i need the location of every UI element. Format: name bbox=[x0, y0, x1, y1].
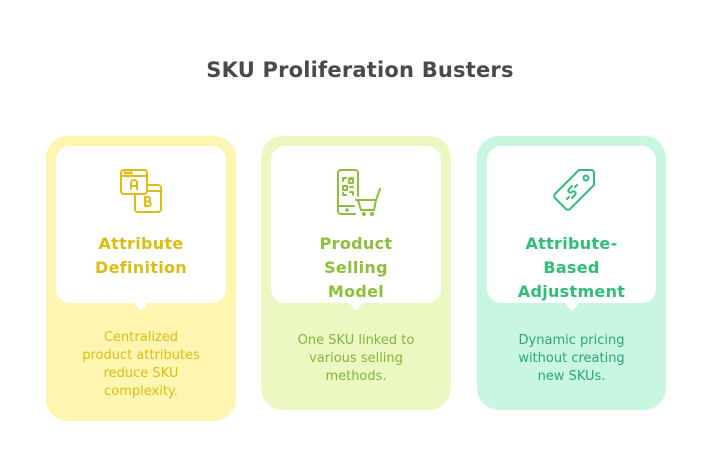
pointer-notch bbox=[132, 301, 150, 311]
price-tag-icon bbox=[552, 169, 595, 211]
card-header-panel: Product Selling Model bbox=[271, 146, 441, 303]
page-title: SKU Proliferation Busters bbox=[206, 58, 514, 82]
card-description: One SKU linked to various selling method… bbox=[297, 333, 415, 384]
phone-qr-cart-icon bbox=[337, 169, 381, 216]
card-attribute-definition: Attribute Definition Centralized product… bbox=[46, 136, 236, 421]
card-heading: Product Selling Model bbox=[319, 234, 393, 301]
card-heading: Attribute- Based Adjustment bbox=[517, 234, 626, 301]
card-heading: Attribute Definition bbox=[95, 234, 187, 277]
card-description: Dynamic pricing without creating new SKU… bbox=[518, 333, 625, 384]
ab-windows-icon bbox=[120, 169, 162, 213]
pointer-notch bbox=[347, 301, 365, 311]
pointer-notch bbox=[562, 301, 581, 311]
card-attribute-based-adjustment: Attribute- Based Adjustment Dynamic pric… bbox=[477, 136, 666, 410]
card-description: Centralized product attributes reduce SK… bbox=[82, 330, 200, 399]
card-header-panel: Attribute Definition bbox=[56, 146, 226, 303]
card-header-panel: Attribute- Based Adjustment bbox=[487, 146, 656, 303]
card-product-selling-model: Product Selling Model One SKU linked to … bbox=[261, 136, 451, 410]
